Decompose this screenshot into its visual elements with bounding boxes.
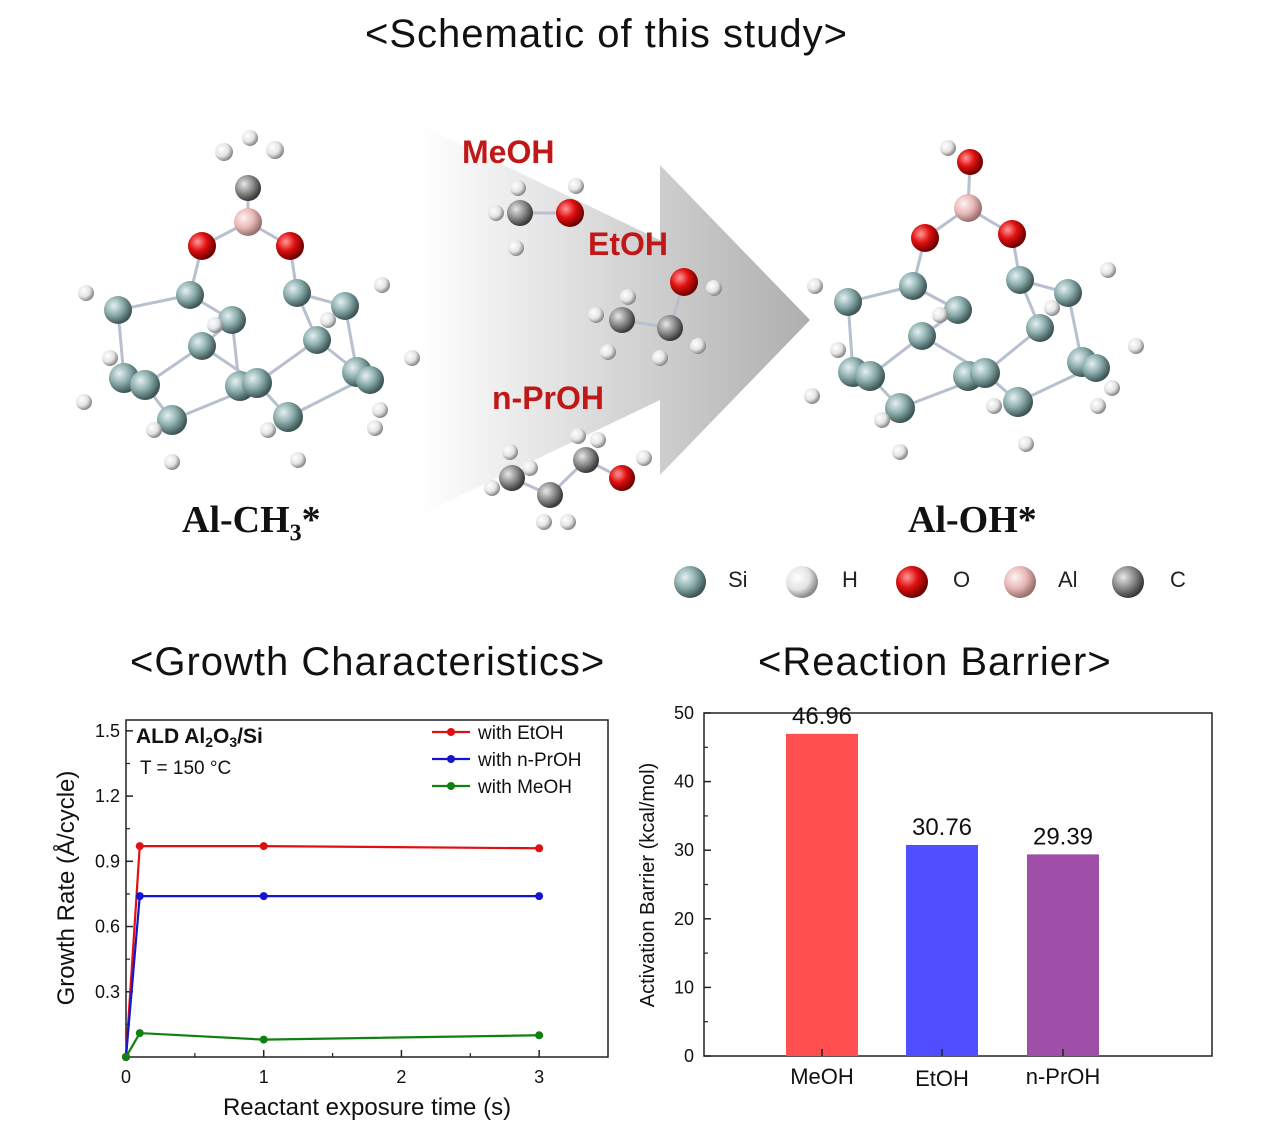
barrier-value-label: 30.76 — [912, 814, 972, 841]
growth-data-point — [122, 1053, 130, 1061]
legend-label-o: O — [953, 567, 971, 592]
barrier-category-label: EtOH — [915, 1066, 969, 1091]
barrier-bar — [786, 733, 858, 1056]
barrier-value-label: 29.39 — [1033, 823, 1093, 850]
growth-series-line — [125, 1031, 540, 1058]
growth-data-point — [535, 844, 544, 853]
growth-data-point — [259, 892, 268, 901]
c-atom-icon — [1112, 566, 1144, 598]
barrier-y-tick-label: 50 — [674, 703, 694, 723]
reagent-label-meoh: MeOH — [462, 134, 555, 170]
growth-data-point — [135, 842, 144, 851]
growth-legend-label: with n-PrOH — [477, 750, 581, 771]
growth-series-line — [124, 895, 540, 1058]
growth-x-tick-label: 2 — [396, 1067, 406, 1087]
growth-y-tick-label: 1.5 — [95, 721, 120, 741]
growth-inset-title: ALD Al2O3/Si — [136, 725, 263, 750]
reagent-label-n-proh: n-PrOH — [492, 380, 604, 416]
growth-y-tick-label: 0.3 — [95, 982, 120, 1002]
barrier-y-tick-label: 10 — [674, 977, 694, 997]
legend-label-si: Si — [728, 567, 748, 592]
barrier-bar — [906, 844, 978, 1056]
growth-x-tick-label: 3 — [534, 1067, 544, 1087]
growth-data-point — [135, 1029, 144, 1038]
o-atom-icon — [896, 566, 928, 598]
label-al-ch3: Al-CH3* — [182, 499, 321, 547]
growth-y-tick-label: 0.9 — [95, 851, 120, 871]
barrier-title: <Reaction Barrier> — [758, 640, 1112, 684]
si-atom-icon — [674, 566, 706, 598]
legend-label-c: C — [1170, 567, 1186, 592]
growth-y-tick-label: 1.2 — [95, 786, 120, 806]
growth-legend-marker — [447, 755, 455, 763]
legend-label-h: H — [842, 567, 858, 592]
growth-y-axis-label: Growth Rate (Å/cycle) — [52, 771, 80, 1006]
n-proh-molecule-icon — [484, 428, 652, 530]
barrier-category-label: n-PrOH — [1026, 1064, 1101, 1089]
barrier-y-tick-label: 20 — [674, 909, 694, 929]
schematic-title: <Schematic of this study> — [364, 12, 848, 56]
growth-legend-marker — [447, 782, 455, 790]
growth-x-tick-label: 0 — [121, 1067, 131, 1087]
growth-inset-condition: T = 150 °C — [140, 758, 231, 779]
growth-plot-frame — [125, 719, 609, 1058]
growth-legend-marker — [447, 728, 455, 736]
growth-y-tick-label: 0.6 — [95, 917, 120, 937]
barrier-category-label: MeOH — [790, 1064, 854, 1089]
label-al-oh: Al-OH* — [908, 499, 1037, 541]
growth-x-axis-label: Reactant exposure time (s) — [223, 1094, 511, 1121]
growth-data-point — [259, 1035, 268, 1044]
barrier-value-label: 46.96 — [792, 703, 852, 730]
growth-legend: with EtOH with n-PrOH with MeOH — [432, 723, 581, 798]
etoh-molecule-icon — [588, 268, 722, 366]
growth-legend-label: with EtOH — [477, 723, 564, 744]
growth-legend-label: with MeOH — [477, 777, 572, 798]
schematic-illustration — [76, 125, 1144, 530]
h-atom-icon — [786, 566, 818, 598]
growth-x-tick-label: 1 — [259, 1067, 269, 1087]
growth-data-point — [535, 892, 544, 901]
reagent-label-etoh: EtOH — [588, 226, 668, 262]
meoh-molecule-icon — [488, 178, 584, 256]
growth-series-line — [124, 845, 540, 1058]
growth-rate-chart: 0 1 2 3 0.3 0.6 0.9 1.2 1.5 ALD Al2O3/Si T = 150… — [52, 719, 609, 1121]
growth-data-point — [135, 892, 144, 901]
barrier-y-tick-label: 0 — [684, 1046, 694, 1066]
barrier-y-tick-label: 30 — [674, 840, 694, 860]
legend-label-al: Al — [1058, 567, 1078, 592]
growth-data-point — [535, 1031, 544, 1040]
barrier-y-tick-label: 40 — [674, 772, 694, 792]
barrier-y-axis-label: Activation Barrier (kcal/mol) — [637, 763, 659, 1008]
growth-data-point — [259, 842, 268, 851]
al-atom-icon — [1004, 566, 1036, 598]
growth-title: <Growth Characteristics> — [130, 640, 606, 684]
atom-legend: Si H O Al C — [672, 560, 1192, 600]
barrier-bar — [1027, 854, 1099, 1056]
